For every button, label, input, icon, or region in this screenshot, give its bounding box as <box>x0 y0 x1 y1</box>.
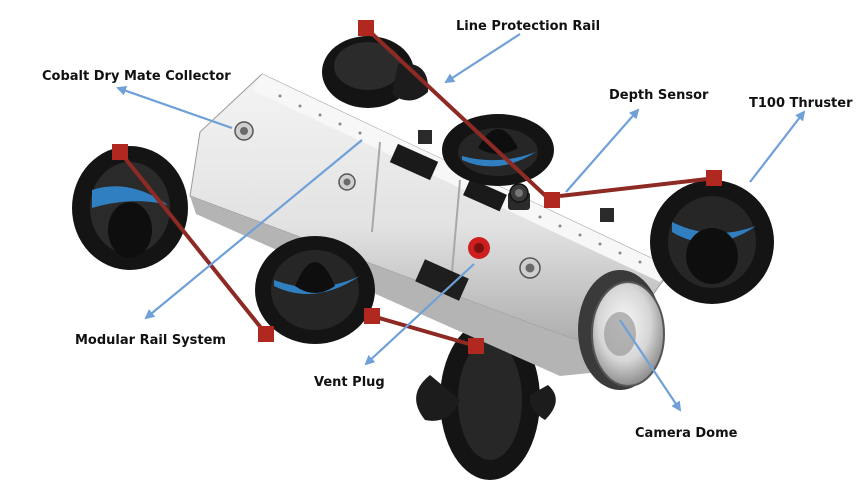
rail-line-protection <box>358 20 560 208</box>
thruster-right <box>650 180 774 304</box>
rail-modular-system <box>112 144 274 342</box>
rail-depth-t100 <box>559 170 722 198</box>
arrow-line-protection-rail <box>444 33 521 84</box>
connector-front <box>519 257 541 279</box>
arrow-modular-rail-system <box>144 139 363 320</box>
top-fitting-2 <box>600 208 614 222</box>
thruster-bottom-back <box>416 320 556 480</box>
arrow-cobalt-dry-mate-collector <box>116 85 233 130</box>
arrow-camera-dome <box>619 319 682 412</box>
thruster-center-bottom <box>255 236 375 344</box>
rail-bottom <box>364 308 484 354</box>
arrow-t100-thruster <box>749 110 806 183</box>
label-line-protection-rail: Line Protection Rail <box>456 19 600 34</box>
label-camera-dome: Camera Dome <box>635 426 738 441</box>
cobalt-connector <box>234 121 254 141</box>
label-vent-plug: Vent Plug <box>314 375 385 390</box>
connector-mid <box>338 173 356 191</box>
thruster-left <box>72 146 188 270</box>
depth-sensor <box>508 183 530 210</box>
label-modular-rail-system: Modular Rail System <box>75 333 226 348</box>
vent-plug <box>468 237 490 259</box>
arrow-depth-sensor <box>565 108 640 193</box>
label-cobalt-dry-mate-collector: Cobalt Dry Mate Collector <box>42 69 231 84</box>
label-depth-sensor: Depth Sensor <box>609 88 709 103</box>
arrow-vent-plug <box>364 263 475 366</box>
top-fitting-1 <box>418 130 432 144</box>
label-t100-thruster: T100 Thruster <box>749 96 853 111</box>
